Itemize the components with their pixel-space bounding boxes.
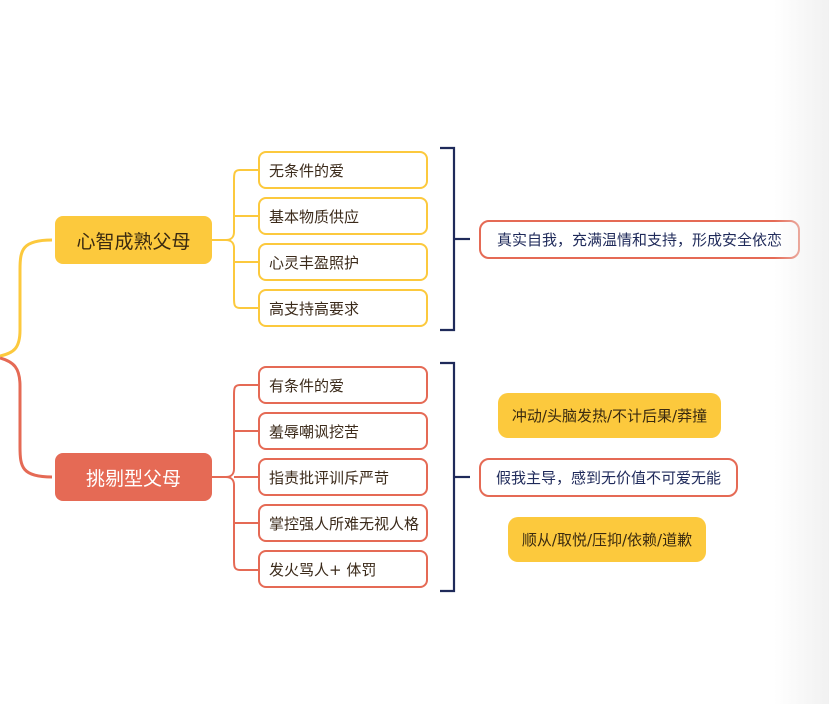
critical-item-5[interactable]: 发火骂人+ 体罚 bbox=[258, 550, 428, 588]
critical-reaction-top-node[interactable]: 冲动/头脑发热/不计后果/莽撞 bbox=[498, 393, 721, 438]
mature-item-1[interactable]: 无条件的爱 bbox=[258, 151, 428, 189]
root-connector-bottom bbox=[0, 356, 53, 479]
critical-outcome-node[interactable]: 假我主导，感到无价值不可爱无能 bbox=[479, 458, 738, 497]
mature-summary-bracket bbox=[440, 146, 456, 332]
critical-item-3[interactable]: 指责批评训斥严苛 bbox=[258, 458, 428, 496]
mature-outcome-node[interactable]: 真实自我，充满温情和支持，形成安全依恋 bbox=[479, 220, 800, 259]
critical-reaction-bottom-node[interactable]: 顺从/取悦/压抑/依赖/道歉 bbox=[508, 517, 706, 562]
critical-item-4[interactable]: 掌控强人所难无视人格 bbox=[258, 504, 428, 542]
critical-item-1[interactable]: 有条件的爱 bbox=[258, 366, 428, 404]
mature-parents-node[interactable]: 心智成熟父母 bbox=[55, 216, 212, 264]
critical-item-2[interactable]: 羞辱嘲讽挖苦 bbox=[258, 412, 428, 450]
root-connector-top bbox=[0, 238, 53, 358]
mature-item-4[interactable]: 高支持高要求 bbox=[258, 289, 428, 327]
critical-parents-node[interactable]: 挑剔型父母 bbox=[55, 453, 212, 501]
mature-item-2[interactable]: 基本物质供应 bbox=[258, 197, 428, 235]
critical-summary-bracket bbox=[440, 361, 456, 593]
right-edge-shadow bbox=[774, 0, 829, 704]
mature-items-brace bbox=[225, 169, 241, 309]
mature-item-3[interactable]: 心灵丰盈照护 bbox=[258, 243, 428, 281]
